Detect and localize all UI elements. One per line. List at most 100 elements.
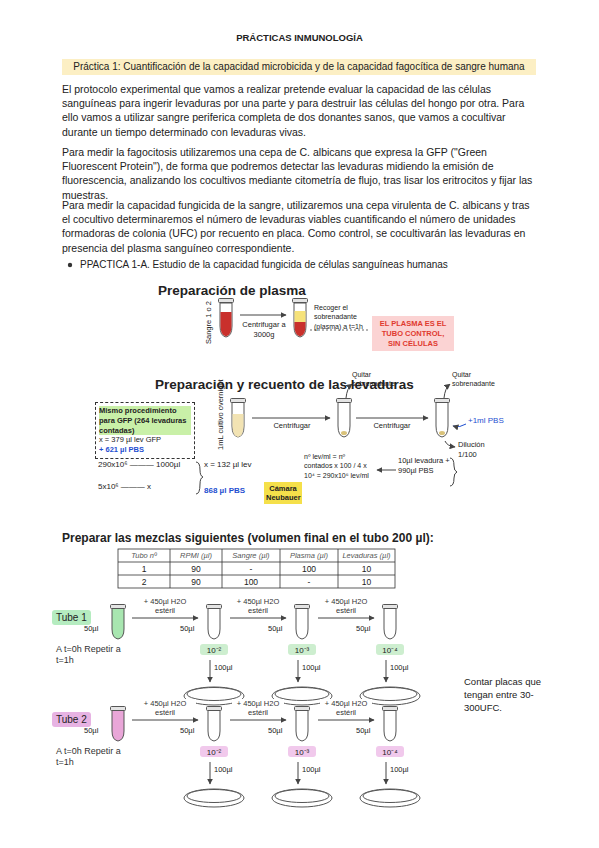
page-title: PRÁCTICAS INMUNOLOGÍA — [0, 32, 599, 45]
formula: 5x10⁶ ——— x — [98, 482, 194, 493]
test-tube — [108, 604, 128, 640]
formula: nº lev/ml = nº contados x 100 / 4 x 10⁴ … — [304, 452, 374, 480]
table-cell: - — [222, 564, 280, 575]
dilution-label: 10⁻⁴ — [376, 644, 404, 655]
test-tube — [206, 706, 222, 742]
dashed-note-box: Mismo procedimiento para GFP (264 levadu… — [95, 402, 195, 459]
volume-note: 100µl — [302, 765, 330, 775]
step-note: Centrifugar — [362, 421, 422, 431]
bullet-item: PPACTICA 1-A. Estudio de la capacidad fu… — [80, 258, 540, 272]
dilution-label: 10⁻³ — [288, 746, 316, 757]
volume-note: 100µl — [390, 663, 418, 673]
sub-heading: Preparación de plasma — [158, 282, 458, 300]
arrow-connector — [132, 618, 198, 619]
formula: 290x10⁶ ——— 1000µl — [98, 460, 194, 471]
box-text: x = 379 µl lev GFP — [99, 435, 191, 445]
table-cell: - — [280, 577, 338, 588]
dilution-tube: 10⁻² — [200, 604, 228, 658]
arrow-connector — [230, 720, 286, 721]
table-cell: 2 — [118, 577, 170, 588]
table-cell: RPMI (µl) — [170, 551, 222, 561]
warning-box: EL PLASMA ES EL TUBO CONTROL, SIN CÉLULA… — [372, 316, 454, 351]
test-tube — [294, 706, 310, 742]
edge-label: + 450µl H2O estéril — [232, 597, 284, 615]
tube-tag: Tube 1 — [52, 610, 91, 625]
paragraph: Para medir la capacidad fungicida de la … — [62, 198, 540, 255]
volume-note: 50µl — [356, 726, 380, 736]
table-cell: Plasma (µl) — [280, 551, 338, 561]
table-cell: Levaduras (µl) — [338, 551, 395, 561]
step-note: +1ml PBS — [468, 416, 518, 427]
yeast-tubes — [196, 384, 466, 494]
step-note: Centrifugar — [262, 421, 322, 431]
volume-note: 50µl — [180, 726, 204, 736]
test-tube — [294, 604, 310, 640]
petri-plates — [184, 660, 420, 807]
table-cell: 90 — [170, 577, 222, 588]
volume-note: 100µl — [302, 663, 330, 673]
volume-note: 50µl — [268, 726, 292, 736]
volume-note: 50µl — [84, 726, 108, 736]
sub-heading: Preparación y recuento de las levaduras — [155, 376, 485, 394]
arrow-connector — [318, 720, 374, 721]
dilution-tube: 10⁻³ — [288, 706, 316, 760]
mix-table — [118, 549, 395, 588]
dilution-label: 10⁻³ — [288, 644, 316, 655]
edge-label: + 450µl H2O estéril — [320, 597, 372, 615]
tube-label: 1mL cultivo overnight — [216, 398, 226, 450]
box-text: Cámara Neubauer — [266, 484, 300, 502]
bullet — [68, 263, 72, 267]
table-cell: 10 — [338, 564, 395, 575]
sub-heading: Preparar las mezclas siguientes (volumen… — [62, 530, 542, 546]
tube-tag: Tube 2 — [52, 712, 91, 727]
tube-note: A t=0h Repetir a t=1h — [56, 746, 128, 769]
note: Contar placas que tengan entre 30-300UFC… — [464, 676, 550, 714]
edge-label: + 450µl H2O estéril — [134, 699, 196, 717]
dilution-tube: 10⁻² — [200, 706, 228, 760]
table-cell: 100 — [222, 577, 280, 588]
step-note: 10µl levadura + 990µl PBS — [398, 456, 450, 476]
section-heading: Práctica 1: Cuantificación de la capacid… — [62, 59, 536, 75]
test-tube — [108, 706, 128, 742]
volume-note: 100µl — [214, 765, 242, 775]
table-cell: 100 — [280, 564, 338, 575]
step-note: Recoger el sobrenadante (plasma) a t=1h — [314, 303, 372, 331]
test-tube — [206, 604, 222, 640]
dilution-label: 10⁻⁴ — [376, 746, 404, 757]
box-text: + 621 µl PBS — [99, 445, 191, 455]
highlight-box: Cámara Neubauer — [264, 482, 302, 504]
box-text: EL PLASMA ES EL TUBO CONTROL, SIN CÉLULA… — [376, 319, 450, 348]
dilution-tube: 10⁻³ — [288, 604, 316, 658]
volume-note: 50µl — [180, 624, 204, 634]
volume-note: 100µl — [390, 765, 418, 775]
formula-result: x = 132 µl lev — [204, 460, 272, 471]
table-cell: 1 — [118, 564, 170, 575]
table-cell: Sangre (µl) — [222, 551, 280, 561]
dilution-label: 10⁻² — [200, 746, 228, 757]
arrow-connector — [318, 618, 374, 619]
paragraph: Para medir la fagocitosis utilizaremos u… — [62, 145, 540, 202]
sample-tube: Tube 1 A t=0h Repetir a t=1h — [52, 604, 130, 674]
step-note: Centrifugar a 3000g — [238, 320, 290, 340]
volume-note: 100µl — [214, 663, 242, 673]
sample-tube: Tube 2 A t=0h Repetir a t=1h — [52, 706, 130, 776]
volume-note: 50µl — [268, 624, 292, 634]
edge-label: + 450µl H2O estéril — [232, 699, 284, 717]
table-cell: Tubo nº — [118, 551, 170, 561]
dilution-tube: 10⁻⁴ — [376, 706, 404, 760]
arrow-connector — [132, 720, 198, 721]
table-cell: 90 — [170, 564, 222, 575]
edge-label: + 450µl H2O estéril — [320, 699, 372, 717]
arrow-connector — [230, 618, 286, 619]
tube-note: A t=0h Repetir a t=1h — [56, 644, 128, 667]
box-text: Mismo procedimiento para GFP (264 levadu… — [99, 406, 191, 435]
formula-result: 868 µl PBS — [204, 486, 256, 497]
step-note: Quitar sobrenadante — [452, 370, 502, 389]
table-cell: 10 — [338, 577, 395, 588]
tube-label: Sangre 1 o 2 — [204, 300, 214, 344]
step-note: Dilución 1/100 — [458, 440, 498, 460]
dilution-tube: 10⁻⁴ — [376, 604, 404, 658]
edge-label: + 450µl H2O estéril — [134, 597, 196, 615]
volume-note: 50µl — [84, 624, 108, 634]
